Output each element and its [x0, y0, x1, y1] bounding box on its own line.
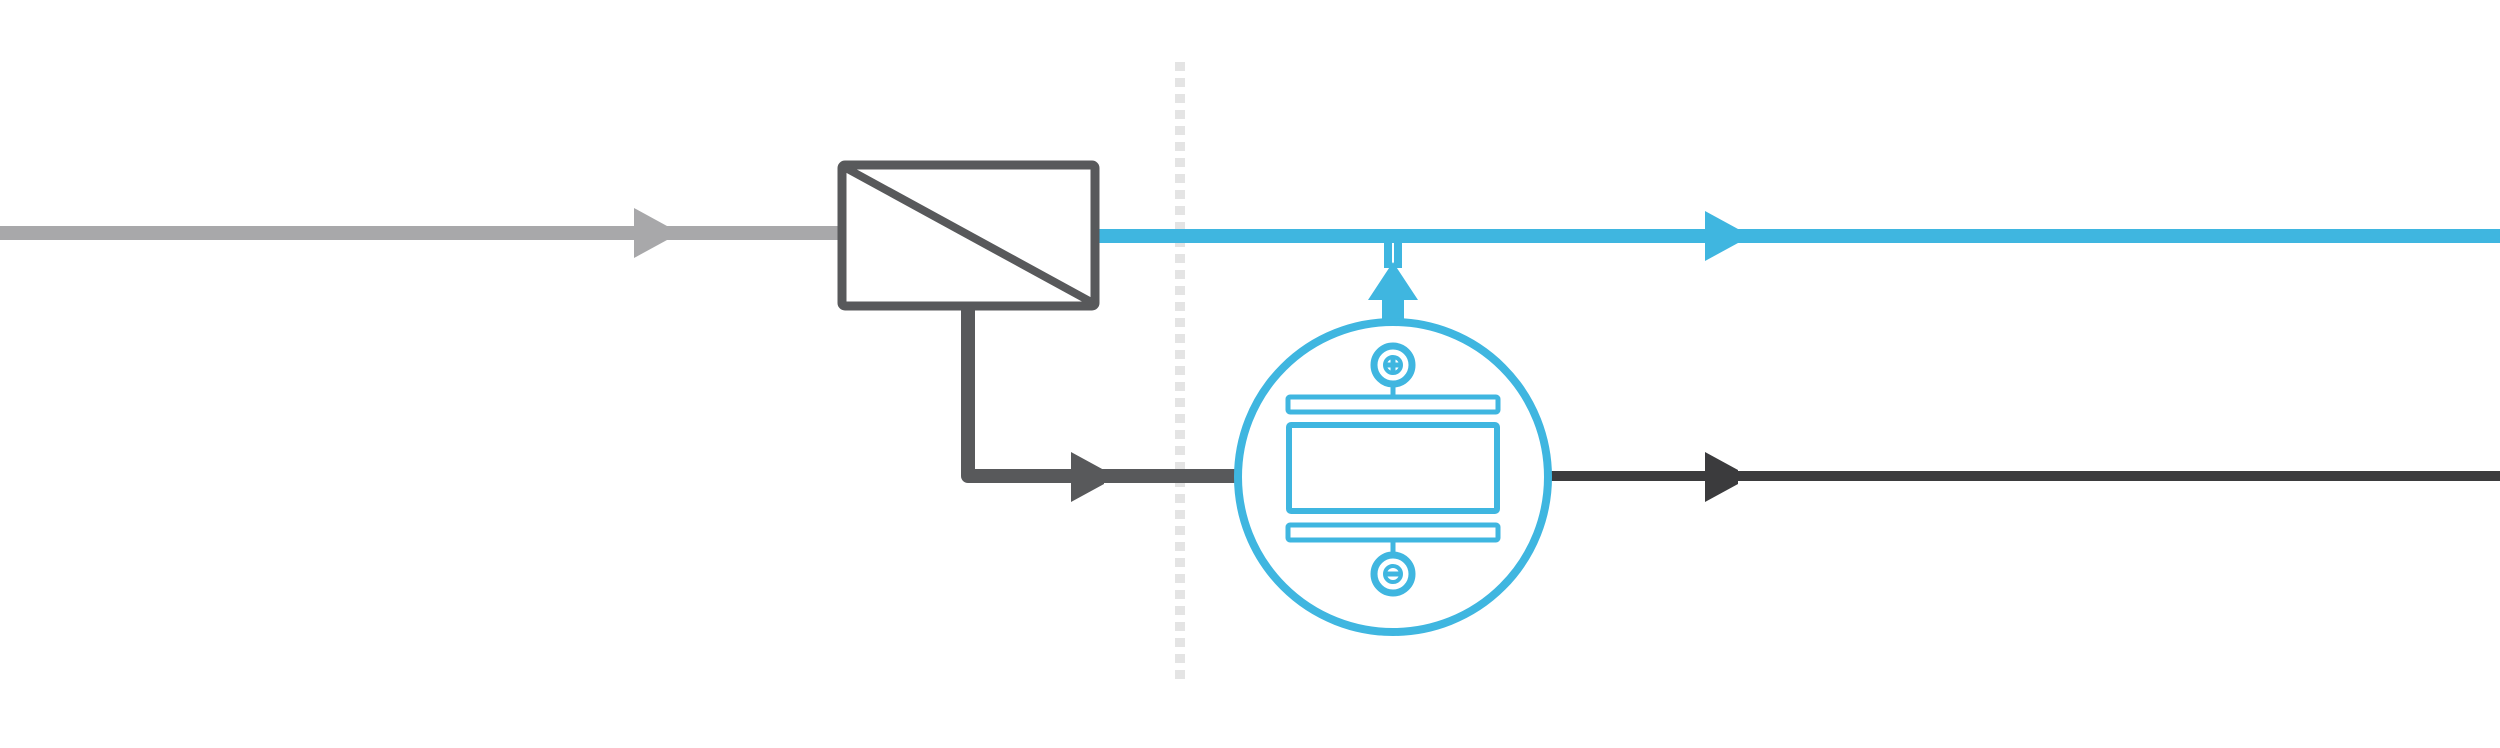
outlet-stream-arrow-icon [1705, 452, 1738, 502]
minus-terminal-inner [1383, 564, 1403, 584]
product-stream-arrow-icon [1705, 211, 1738, 261]
concentrate-stream-arrow-icon [1071, 452, 1104, 502]
cell-chamber [1286, 422, 1500, 514]
electrochemical-cell-unit [1234, 318, 1552, 636]
upper-electrode-plate [1285, 394, 1501, 415]
plus-terminal-inner [1383, 355, 1403, 375]
concentrate-stream-line [961, 306, 1240, 483]
membrane-unit [837, 160, 1100, 311]
feed-stream-arrow-icon [634, 208, 667, 258]
cell-to-product-connector [1368, 242, 1418, 322]
connector-arrow-up-icon [1368, 262, 1418, 322]
lower-electrode-plate [1285, 522, 1501, 543]
membrane-diagonal [842, 163, 1095, 307]
